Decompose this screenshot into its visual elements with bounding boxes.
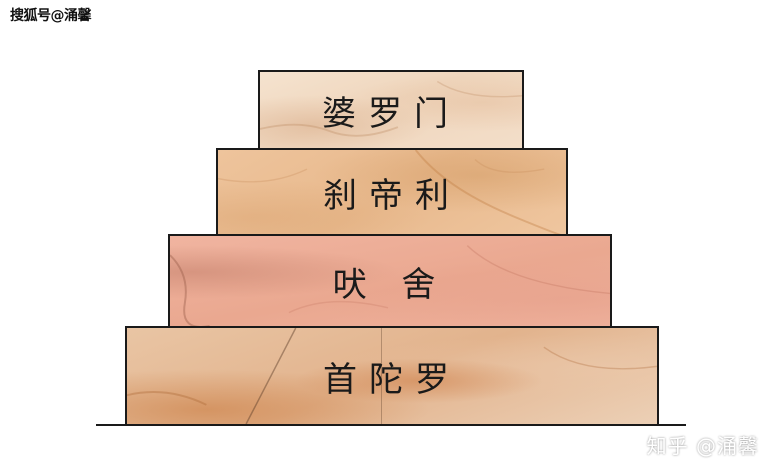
pyramid-tier-kshatriya: 刹帝利 xyxy=(216,148,568,236)
pyramid-tier-brahmin: 婆罗门 xyxy=(258,70,524,150)
pyramid-tier-shudra: 首陀罗 xyxy=(125,326,659,426)
stone-seam xyxy=(381,328,382,424)
tier-label: 吠 舍 xyxy=(332,264,448,305)
ground-line xyxy=(96,424,686,426)
pyramid-tier-vaishya: 吠 舍 xyxy=(168,234,612,328)
tier-label: 刹帝利 xyxy=(323,175,461,216)
watermark-top-left: 搜狐号@涌馨 xyxy=(10,8,92,24)
tier-label: 首陀罗 xyxy=(323,359,461,400)
tier-label: 婆罗门 xyxy=(322,93,460,134)
watermark-bottom-right: 知乎 @涌馨 xyxy=(646,434,759,458)
